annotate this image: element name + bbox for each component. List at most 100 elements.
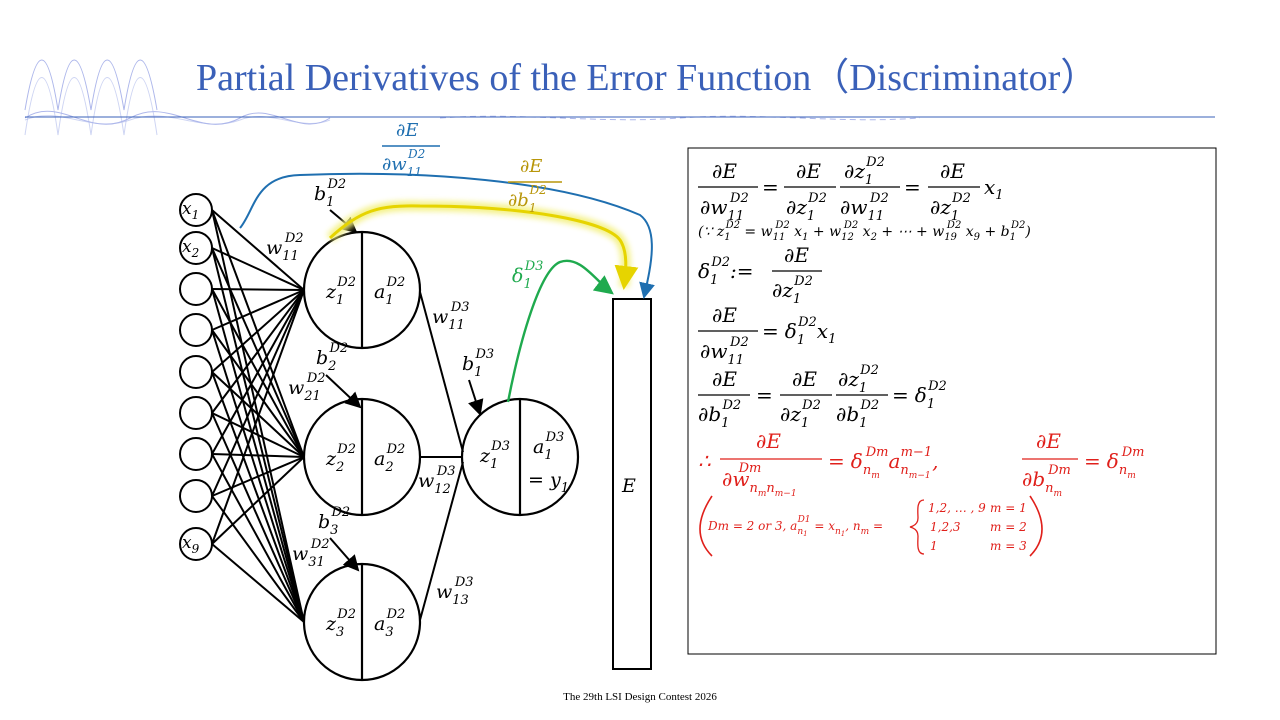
svg-text:∂E: ∂E [792, 367, 817, 391]
page-title: Partial Derivatives of the Error Functio… [196, 57, 1099, 99]
svg-text:∂E: ∂E [940, 159, 965, 183]
hidden-weight-label: w21D2 [288, 371, 326, 404]
error-box [612, 298, 652, 670]
svg-text:∂E: ∂E [396, 120, 418, 141]
input-node: x1 [179, 193, 213, 227]
svg-text:∂E: ∂E [712, 159, 737, 183]
connection-line [211, 543, 305, 623]
svg-text:=δ1D2x1: =δ1D2x1 [762, 315, 836, 348]
connection-line [211, 453, 305, 623]
input-node [179, 479, 213, 513]
connection-line [211, 456, 305, 497]
svg-text:∂z1D2: ∂z1D2 [786, 191, 827, 224]
dw-gradient-label: ∂E ∂w11D2 [382, 120, 440, 179]
hidden-node-z-label: z2D2 [325, 442, 356, 475]
svg-text:=δnmDm: =δnmDm [1084, 445, 1144, 481]
svg-text:∂w11D2: ∂w11D2 [840, 191, 889, 224]
svg-text:∂bnmDm: ∂bnmDm [1022, 463, 1071, 499]
delta-gradient-label: δ1D3 [512, 259, 543, 292]
connection-line [211, 247, 305, 291]
input-layer: x1 x2 x9 [179, 193, 213, 561]
svg-text:= y1: = y1 [528, 469, 569, 496]
svg-text:∂w11D2: ∂w11D2 [700, 191, 749, 224]
hidden-node-a-label: a2D2 [374, 442, 405, 475]
svg-text:∂z1D2: ∂z1D2 [844, 155, 885, 188]
svg-text:∂w11D2: ∂w11D2 [700, 335, 749, 368]
connection-line [211, 371, 305, 623]
input-node: x2 [179, 231, 213, 265]
svg-text:∂z1D2: ∂z1D2 [780, 398, 821, 431]
svg-text:Dm = 2 or 3, an1D1 = xn1, nm =: Dm = 2 or 3, an1D1 = xn1, nm = [707, 515, 883, 538]
input-node [179, 313, 213, 347]
svg-text:∂b1D2: ∂b1D2 [698, 398, 741, 431]
svg-text:∂z1D2: ∂z1D2 [930, 191, 971, 224]
svg-text:∂E: ∂E [520, 156, 542, 177]
db-gradient-label: ∂E ∂b1D2 [508, 156, 562, 215]
svg-text:a1D3: a1D3 [533, 430, 564, 463]
svg-text:∂z1D2: ∂z1D2 [838, 363, 879, 396]
svg-text:=: = [762, 175, 779, 199]
connection-line [211, 288, 305, 291]
hidden-node: z2D2 a2D2 [302, 397, 422, 517]
connection-line [211, 412, 305, 458]
svg-text:=: = [904, 175, 921, 199]
svg-text:∂E: ∂E [1036, 429, 1061, 453]
hidden-output-lines [419, 291, 464, 621]
equations: ∂E ∂w11D2 = ∂E ∂z1D2 ∂z1D2 ∂w11D2 = ∂E ∂… [698, 155, 1144, 557]
svg-text:m = 1: m = 1 [990, 501, 1027, 515]
connection-line [211, 289, 305, 331]
svg-text:m = 3: m = 3 [990, 539, 1027, 553]
svg-text:∂E: ∂E [796, 159, 821, 183]
svg-text:∂E: ∂E [712, 367, 737, 391]
svg-text:x1: x1 [984, 175, 1004, 203]
equation-because: (∵ z1D2 = w11D2 x1 + w12D2 x2 + ⋯ + w19D… [698, 220, 1031, 243]
connection-lines [211, 209, 305, 623]
connection-line [211, 495, 305, 623]
dw-gradient-arrow [239, 172, 655, 299]
footer: The 29th LSI Design Contest 2026 [563, 691, 717, 703]
connection-line [211, 209, 305, 458]
connection-line [211, 456, 305, 545]
svg-text:z1D3: z1D3 [479, 439, 510, 472]
svg-text:∴: ∴ [698, 449, 711, 473]
output-weight-label: w11D3 [432, 300, 470, 333]
svg-text:=: = [756, 383, 773, 407]
input-node [179, 272, 213, 306]
connection-line [211, 289, 305, 455]
input-node: x9 [179, 527, 213, 561]
output-bias-label: b1D3 [462, 347, 494, 380]
svg-text:=δnmDmanm−1m−1,: =δnmDmanm−1m−1, [828, 445, 938, 481]
output-weight-label: w12D3 [418, 464, 456, 497]
hidden-bias-label: b3D2 [318, 505, 350, 538]
svg-text:=δ1D2: =δ1D2 [892, 379, 947, 412]
svg-text:1,2,3: 1,2,3 [930, 520, 961, 534]
svg-text:∂z1D2: ∂z1D2 [772, 274, 813, 307]
input-node-label: x2 [182, 237, 199, 260]
svg-text:∂b1D2: ∂b1D2 [836, 398, 879, 431]
hidden-weight-label: w11D2 [266, 231, 304, 264]
input-node [179, 437, 213, 471]
equation-generalization: ∴ ∂E ∂wnmnm−1Dm =δnmDmanm−1m−1, ∂E ∂bnmD… [698, 429, 1144, 499]
input-node-label: x9 [182, 533, 200, 556]
svg-text:∂E: ∂E [712, 303, 737, 327]
db-gradient-arrow [328, 204, 639, 290]
equation-delta-definition: δ1D2:= ∂E ∂z1D2 [698, 243, 822, 307]
bias-arrows [325, 209, 484, 572]
connection-line [211, 289, 305, 497]
equation-chain-rule-w: ∂E ∂w11D2 = ∂E ∂z1D2 ∂z1D2 ∂w11D2 = ∂E ∂… [698, 155, 1004, 224]
svg-text:∂wnmnm−1Dm: ∂wnmnm−1Dm [722, 461, 797, 499]
diagram-labels: w11D2 w21D2 w31D2 b1D2 b2D2 b3D2 w11D3 w… [266, 177, 494, 608]
connection-line [211, 289, 305, 414]
hidden-node-a-label: a1D2 [374, 275, 405, 308]
svg-text:1,2, … , 9: 1,2, … , 9 [928, 501, 986, 515]
connection-line [211, 453, 305, 458]
hidden-node-a-label: a3D2 [374, 607, 405, 640]
svg-text:∂E: ∂E [756, 429, 781, 453]
svg-text:1: 1 [930, 539, 938, 553]
equations-panel [687, 147, 1217, 655]
equation-bias-gradient: ∂E ∂b1D2 = ∂E ∂z1D2 ∂z1D2 ∂b1D2 =δ1D2 [698, 363, 947, 431]
output-node: z1D3 a1D3 = y1 [460, 397, 580, 517]
